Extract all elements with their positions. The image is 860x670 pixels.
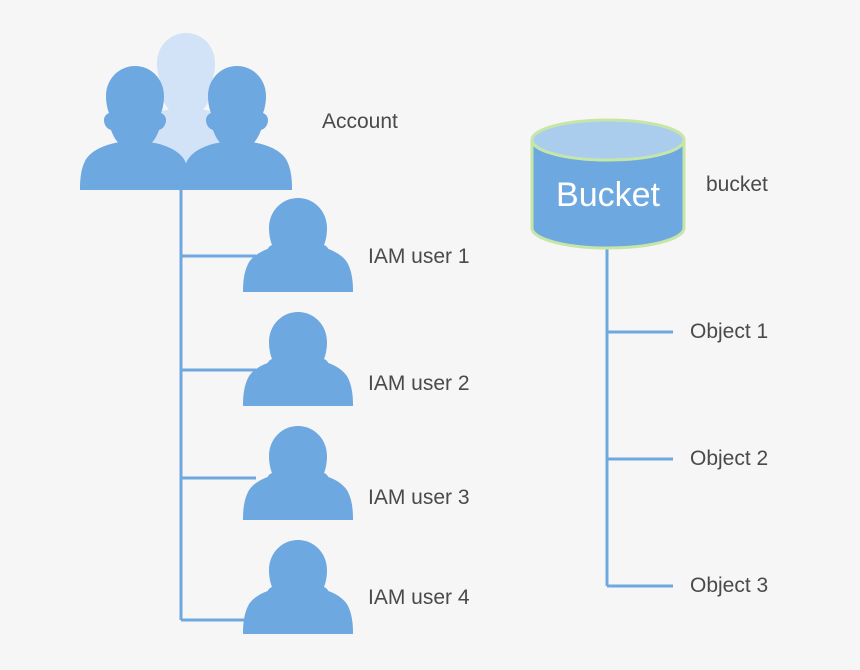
iam-user-1-icon — [243, 198, 353, 292]
iam-user-1-label: IAM user 1 — [368, 245, 470, 268]
iam-user-4-label: IAM user 4 — [368, 586, 470, 609]
bucket-inner-label: Bucket — [556, 176, 660, 214]
account-tree-connectors — [179, 168, 256, 622]
iam-user-2-icon — [243, 312, 353, 406]
account-group-icon — [80, 33, 292, 190]
bucket-cylinder-icon — [530, 118, 686, 250]
object-2-label: Object 2 — [690, 447, 769, 470]
account-person-left-icon — [80, 66, 190, 190]
iam-user-2-label: IAM user 2 — [368, 372, 470, 395]
iam-user-3-label: IAM user 3 — [368, 486, 470, 509]
iam-user-3-icon — [243, 426, 353, 520]
object-1-label: Object 1 — [690, 320, 769, 343]
bucket-top-ellipse — [530, 118, 686, 162]
iam-user-4-icon — [243, 540, 353, 634]
account-person-right-icon — [182, 66, 292, 190]
bucket-label: bucket — [706, 173, 768, 196]
bucket-tree-connectors — [605, 246, 673, 588]
account-label: Account — [322, 110, 398, 133]
object-3-label: Object 3 — [690, 574, 769, 597]
